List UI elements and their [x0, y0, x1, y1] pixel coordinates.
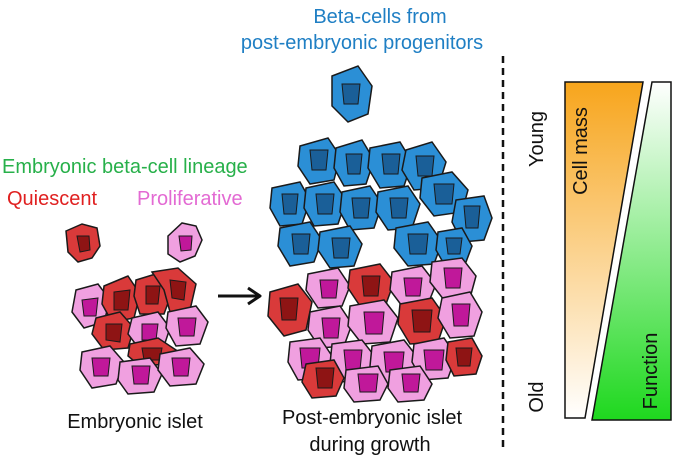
embryonic-lineage-label: Embryonic beta-cell lineage: [2, 156, 248, 178]
cell-mass-wedge: [564, 81, 644, 419]
old-label: Old: [526, 381, 548, 412]
beta-progenitors-title-line1: Beta-cells from: [313, 6, 446, 28]
quiescent-label: Quiescent: [7, 188, 97, 210]
proliferative-label: Proliferative: [137, 188, 243, 210]
embryonic-islet-label: Embryonic islet: [67, 411, 203, 433]
beta-progenitors-title-line2: post-embryonic progenitors: [241, 32, 483, 54]
cell-mass-label: Cell mass: [570, 107, 592, 195]
right-arrow-icon: [218, 286, 262, 306]
young-label: Young: [526, 111, 548, 167]
post-embryonic-islet-label-line2: during growth: [309, 434, 430, 456]
proliferative-example-cell: [167, 222, 203, 263]
function-label: Function: [640, 333, 662, 410]
post-embryonic-islet-label-line1: Post-embryonic islet: [282, 407, 463, 429]
post-embryonic-islet: [267, 65, 493, 403]
embryonic-islet: [71, 267, 209, 395]
quiescent-example-cell: [65, 223, 101, 263]
function-wedge: [591, 81, 672, 421]
